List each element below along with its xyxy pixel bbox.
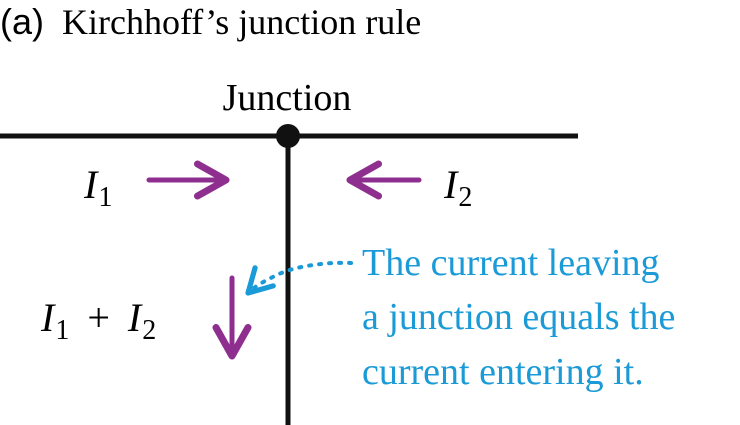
- page-title-text: Kirchhoff’s junction rule: [62, 2, 421, 42]
- title-part-label: (a): [0, 1, 44, 42]
- combined-current-right-subscript: 2: [142, 315, 156, 346]
- combined-current-left-symbol: I: [40, 295, 56, 340]
- explanation-note-line-1-text: The current leaving: [362, 242, 660, 284]
- explanation-note: The current leaving a junction equals th…: [362, 242, 675, 393]
- current-i2-label: I2: [443, 162, 472, 213]
- explanation-note-line-2: a junction equals the: [362, 296, 675, 338]
- current-i2-symbol: I: [443, 162, 459, 207]
- explanation-note-line-3-text: current entering it.: [362, 351, 644, 393]
- title-part-label-text: (a): [0, 1, 44, 42]
- combined-current-right-symbol: I: [127, 295, 143, 340]
- explanation-note-line-3: current entering it.: [362, 351, 644, 393]
- combined-current-operator: +: [87, 295, 110, 340]
- page-title: Kirchhoff’s junction rule: [62, 2, 421, 42]
- callout-arrow-icon: [245, 260, 353, 296]
- title-group: (a) Kirchhoff’s junction rule: [0, 1, 421, 42]
- current-i2-subscript: 2: [458, 182, 472, 213]
- current-i1-label: I1: [83, 162, 112, 213]
- current-i1-subscript: 1: [98, 182, 112, 213]
- junction-label: Junction: [223, 77, 352, 119]
- combined-current-label: I1+I2: [40, 295, 156, 346]
- combined-current-left-subscript: 1: [55, 315, 69, 346]
- junction-node-icon: [276, 124, 300, 148]
- explanation-note-line-1: The current leaving: [362, 242, 660, 284]
- explanation-note-line-2-text: a junction equals the: [362, 296, 675, 338]
- junction-label-text: Junction: [223, 77, 352, 119]
- current-i1-symbol: I: [83, 162, 99, 207]
